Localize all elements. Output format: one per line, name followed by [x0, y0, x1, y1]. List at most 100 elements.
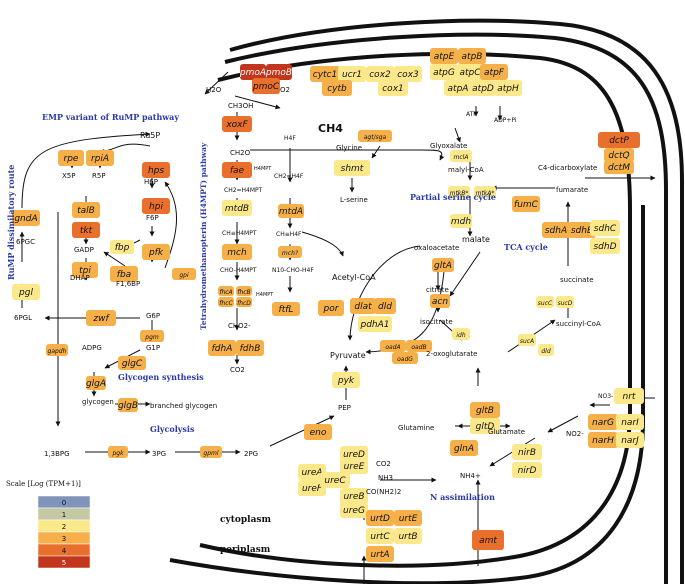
gene-box [86, 310, 116, 326]
pathway-title-n_assim: N assimilation [430, 492, 495, 502]
metabolite-6pgl: 6PGL [14, 314, 32, 322]
gene-label: narG [592, 418, 614, 428]
gene-label: agt/sga [364, 134, 387, 141]
gene-gpml: gpml [200, 446, 222, 458]
metabolite-co2b: CO2 [376, 460, 391, 468]
gene-atpF: atpF [480, 64, 508, 80]
gene-label: zwf [92, 314, 110, 324]
gene-label: dctP [609, 136, 629, 146]
gene-label: xoxF [225, 120, 248, 130]
metabolite-h4f: H4F [284, 135, 296, 142]
metabolite-choh4mpt: CHO-H4MPT [220, 267, 257, 274]
gene-label: hps [148, 166, 164, 176]
gene-box [604, 148, 634, 162]
gene-box [614, 388, 644, 404]
metabolite-oxaloacetate: oxaloacetate [414, 244, 459, 252]
metabolite-n10: N10-CHO-H4F [272, 267, 314, 274]
gene-box [448, 186, 470, 198]
metabolite-glutamine: Glutamine [398, 424, 434, 432]
gene-box [568, 222, 596, 238]
gene-sdhB: sdhB [568, 222, 596, 238]
gene-pgk: pgk [108, 446, 128, 458]
gene-box [450, 150, 472, 162]
gene-dctQ: dctQ [604, 148, 634, 162]
gene-box [236, 286, 252, 296]
gene-sucD: sucD [556, 296, 574, 308]
gene-box [590, 220, 620, 236]
periplasm-label: periplasm [220, 545, 271, 555]
gene-oadB: oadB [406, 340, 432, 352]
gene-box [222, 162, 252, 178]
metabolite-g1p: G1P [146, 344, 160, 352]
gene-box [110, 266, 138, 282]
gene-box [222, 244, 252, 260]
gene-hpi: hpi [142, 198, 170, 214]
gene-cytb: cytb [322, 80, 352, 96]
gene-box [252, 78, 280, 94]
gene-label: fdhB [240, 344, 261, 354]
gene-label: hpi [149, 202, 163, 212]
gene-narH: narH [588, 432, 618, 448]
gene-sucC: sucC [536, 296, 554, 308]
gene-label: cox3 [397, 70, 419, 80]
gene-box [366, 528, 394, 544]
gene-box [218, 297, 234, 307]
gene-label: fhcD [237, 300, 251, 307]
gene-box [140, 330, 164, 342]
gene-atpB: atpB [458, 48, 486, 64]
gene-label: atpF [484, 68, 505, 78]
legend-level-label: 1 [62, 511, 66, 519]
gene-label: atpA [448, 84, 469, 94]
gene-label: pdhA1 [359, 320, 389, 330]
gene-pmoB: pmoB [265, 64, 292, 80]
pathway-title-glycolysis: Glycolysis [150, 424, 195, 434]
gene-box [340, 502, 368, 518]
gene-box [332, 372, 360, 388]
gene-oadG: oadG [392, 352, 418, 364]
gene-rpe: rpe [58, 150, 84, 166]
metabolite-gadp: GADP [74, 246, 94, 254]
gene-box [588, 414, 618, 430]
gene-box [432, 258, 454, 272]
gene-box [86, 150, 114, 166]
gene-gltB: gltB [470, 402, 500, 418]
metabolite-g6p: G6P [146, 312, 160, 320]
gene-pfk: pfk [142, 244, 170, 260]
gene-label: dctQ [608, 151, 629, 161]
legend-level-label: 2 [62, 523, 66, 531]
gene-label: pmoB [265, 68, 292, 78]
metabolite-lserine: L-serine [340, 196, 368, 204]
metabolite-6pgc: 6PGC [16, 238, 35, 246]
gene-pgl: pgl [12, 284, 40, 300]
pathway-title-tca: TCA cycle [504, 242, 548, 252]
gene-box [334, 160, 370, 176]
metabolite-ch2o: CH2O [230, 149, 251, 157]
gene-label: fhcA [219, 289, 232, 296]
gene-label: atpG [433, 68, 455, 78]
metabolite-bpg13: 1,3BPG [44, 450, 70, 458]
gene-label: atpD [472, 84, 494, 94]
metabolite-f6p: F6P [146, 214, 159, 222]
metabolite-c4: C4-dicarboxylate [538, 164, 597, 172]
gene-label: ureG [343, 506, 365, 516]
cytoplasm-label: cytoplasm [220, 515, 271, 525]
gene-label: idh [456, 332, 465, 339]
gene-label: urtC [370, 532, 390, 542]
pathway-title-rump_dissim: RuMP dissimilatory route [6, 165, 16, 280]
metabolite-glycogen: glycogen [82, 398, 114, 406]
middle-membrane [224, 32, 668, 584]
gene-box [542, 222, 570, 238]
gene-box [108, 446, 128, 458]
gene-box [358, 316, 392, 332]
gene-box [320, 472, 350, 488]
gene-label: cytc1 [313, 70, 337, 80]
gene-label: sdhC [594, 224, 617, 234]
gene-atpG: atpG [430, 64, 458, 80]
metabolite-x5p: X5P [62, 172, 75, 180]
gene-nrt: nrt [614, 388, 644, 404]
gene-label: gltB [476, 406, 494, 416]
gene-box [142, 198, 170, 214]
metabolite-ch3oh: CH3OH [228, 102, 253, 110]
metabolite-malylcoa: malyl-CoA [448, 166, 484, 174]
